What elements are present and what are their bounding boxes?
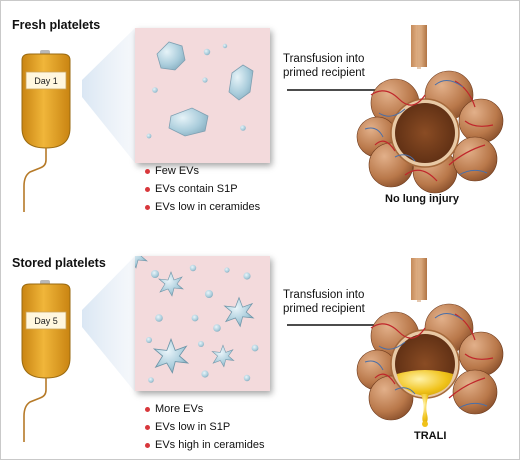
bag-day-label: Day 5 [34, 316, 58, 326]
ev-particle [155, 314, 163, 322]
transfusion-line: primed recipient [283, 67, 365, 79]
ev-particle [191, 314, 199, 322]
ev-particle [135, 256, 148, 269]
ev-particle [228, 64, 254, 101]
ev-particle [211, 344, 235, 368]
transfusion-line: primed recipient [283, 303, 365, 315]
ev-particle [224, 267, 230, 273]
platelet-bag-icon: Day 5 [21, 280, 71, 442]
outcome-label: No lung injury [385, 193, 459, 205]
ev-particle [151, 270, 159, 278]
ev-characteristics-list: More EVs EVs low in S1P EVs high in cera… [145, 400, 264, 454]
transfusion-line: Transfusion into [283, 53, 365, 65]
ev-magnified-view [135, 256, 270, 391]
ev-magnified-view [135, 28, 270, 163]
zoom-cone [82, 28, 135, 163]
ev-particle [243, 272, 251, 280]
bag-day-label: Day 1 [34, 76, 58, 86]
fluid-drip-icon [421, 394, 429, 424]
list-item: EVs low in ceramides [145, 198, 260, 216]
ev-particle [203, 48, 211, 56]
ev-particle [222, 43, 228, 49]
ev-particle [148, 377, 154, 383]
ev-particle [224, 297, 254, 327]
ev-particle [156, 41, 186, 71]
list-item: Few EVs [145, 162, 260, 180]
stored-platelets-panel: Stored platelets Day 5 [0, 230, 520, 460]
ev-particle [146, 337, 152, 343]
ev-particle [153, 338, 189, 374]
injured-alveoli-illustration [356, 258, 504, 427]
list-item: EVs contain S1P [145, 180, 260, 198]
transfusion-label: Transfusion into primed recipient [283, 52, 413, 80]
zoom-cone [82, 256, 135, 392]
ev-particle [158, 271, 184, 297]
ev-particle [243, 374, 251, 382]
list-item: EVs low in S1P [145, 418, 264, 436]
ev-characteristics-list: Few EVs EVs contain S1P EVs low in ceram… [145, 162, 260, 216]
platelet-bag-icon: Day 1 [21, 50, 71, 212]
ev-particle [213, 324, 221, 332]
fresh-platelets-panel: Fresh platelets Day 1 [12, 18, 504, 216]
list-item: More EVs [145, 400, 264, 418]
ev-particle [198, 341, 204, 347]
healthy-alveoli-illustration [356, 25, 504, 194]
ev-particle [201, 370, 209, 378]
panel-title: Fresh platelets [12, 18, 101, 32]
ev-particle [146, 133, 152, 139]
transfusion-line: Transfusion into [283, 289, 365, 301]
list-item: EVs high in ceramides [145, 436, 264, 454]
panel-title: Stored platelets [12, 256, 106, 270]
ev-particle [205, 290, 213, 298]
ev-particle [152, 87, 158, 93]
ev-particle [189, 264, 197, 272]
transfusion-label: Transfusion into primed recipient [283, 288, 413, 316]
outcome-label: TRALI [414, 430, 447, 442]
ev-particle [202, 77, 208, 83]
ev-particle [168, 107, 209, 137]
ev-particle [251, 344, 259, 352]
ev-particle [240, 125, 246, 131]
